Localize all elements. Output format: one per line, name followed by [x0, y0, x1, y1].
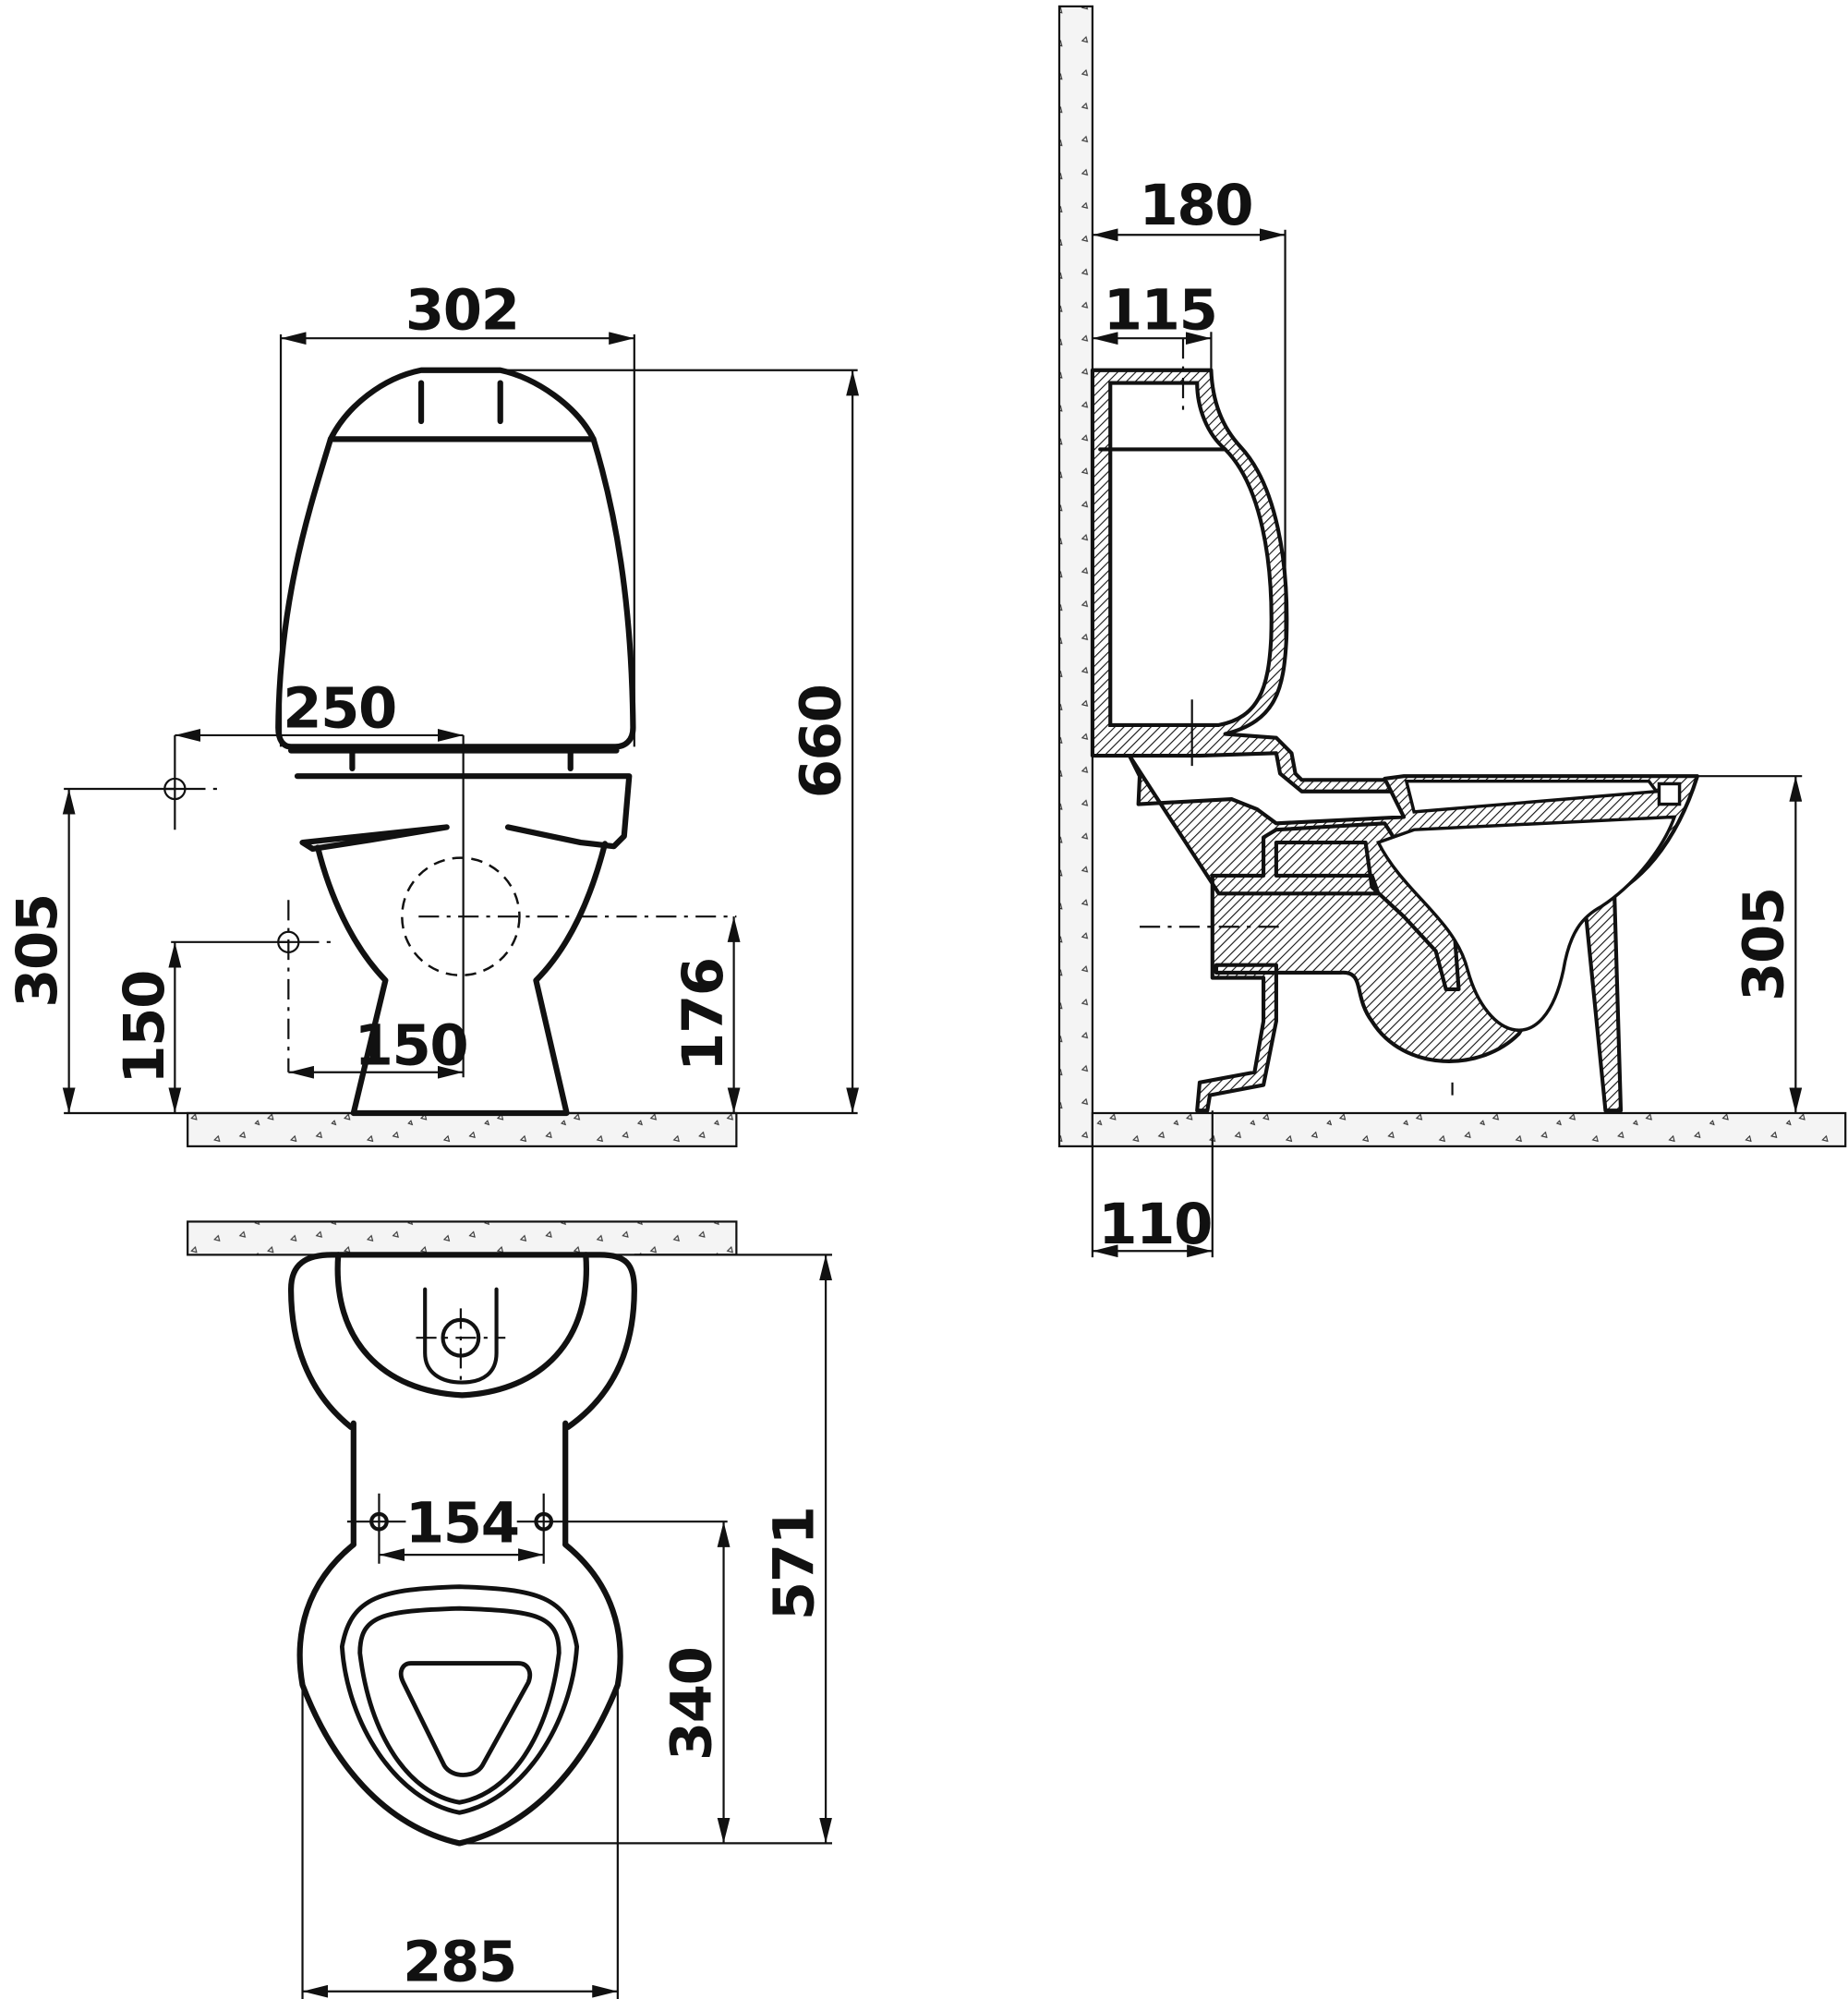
dim-154: 154 — [405, 1491, 519, 1556]
dim-176: 176 — [671, 958, 736, 1072]
dim-180: 180 — [1139, 174, 1252, 238]
dim-115: 115 — [1104, 279, 1217, 344]
dim-150-horizontal: 150 — [355, 1013, 468, 1078]
front-view: 302 660 250 305 150 150 176 — [6, 279, 860, 1148]
outlet-circle — [401, 856, 521, 976]
bowl-rim-front — [294, 773, 633, 853]
dim-250: 250 — [283, 677, 396, 742]
bowl-top-outline — [296, 1541, 623, 1847]
side-section-view: 180 115 305 110 — [1057, 5, 1847, 1258]
top-view: 154 571 340 285 — [187, 1220, 833, 1999]
dim-305-side: 305 — [1732, 888, 1796, 1001]
dim-285: 285 — [403, 1931, 516, 1995]
floor-slab-front — [187, 1111, 738, 1148]
wall-slab-top — [187, 1220, 738, 1256]
cistern-top-outline — [287, 1252, 637, 1431]
dim-571: 571 — [762, 1507, 827, 1620]
dim-150-vertical: 150 — [113, 971, 177, 1084]
dim-302: 302 — [405, 279, 519, 344]
dim-110: 110 — [1098, 1193, 1212, 1257]
dim-660: 660 — [789, 685, 853, 798]
floor-slab-side — [1091, 1111, 1847, 1148]
pedestal-front — [315, 841, 609, 1117]
wall-slab — [1057, 5, 1094, 1148]
dim-305-front: 305 — [6, 894, 70, 1008]
dim-340: 340 — [660, 1647, 725, 1761]
